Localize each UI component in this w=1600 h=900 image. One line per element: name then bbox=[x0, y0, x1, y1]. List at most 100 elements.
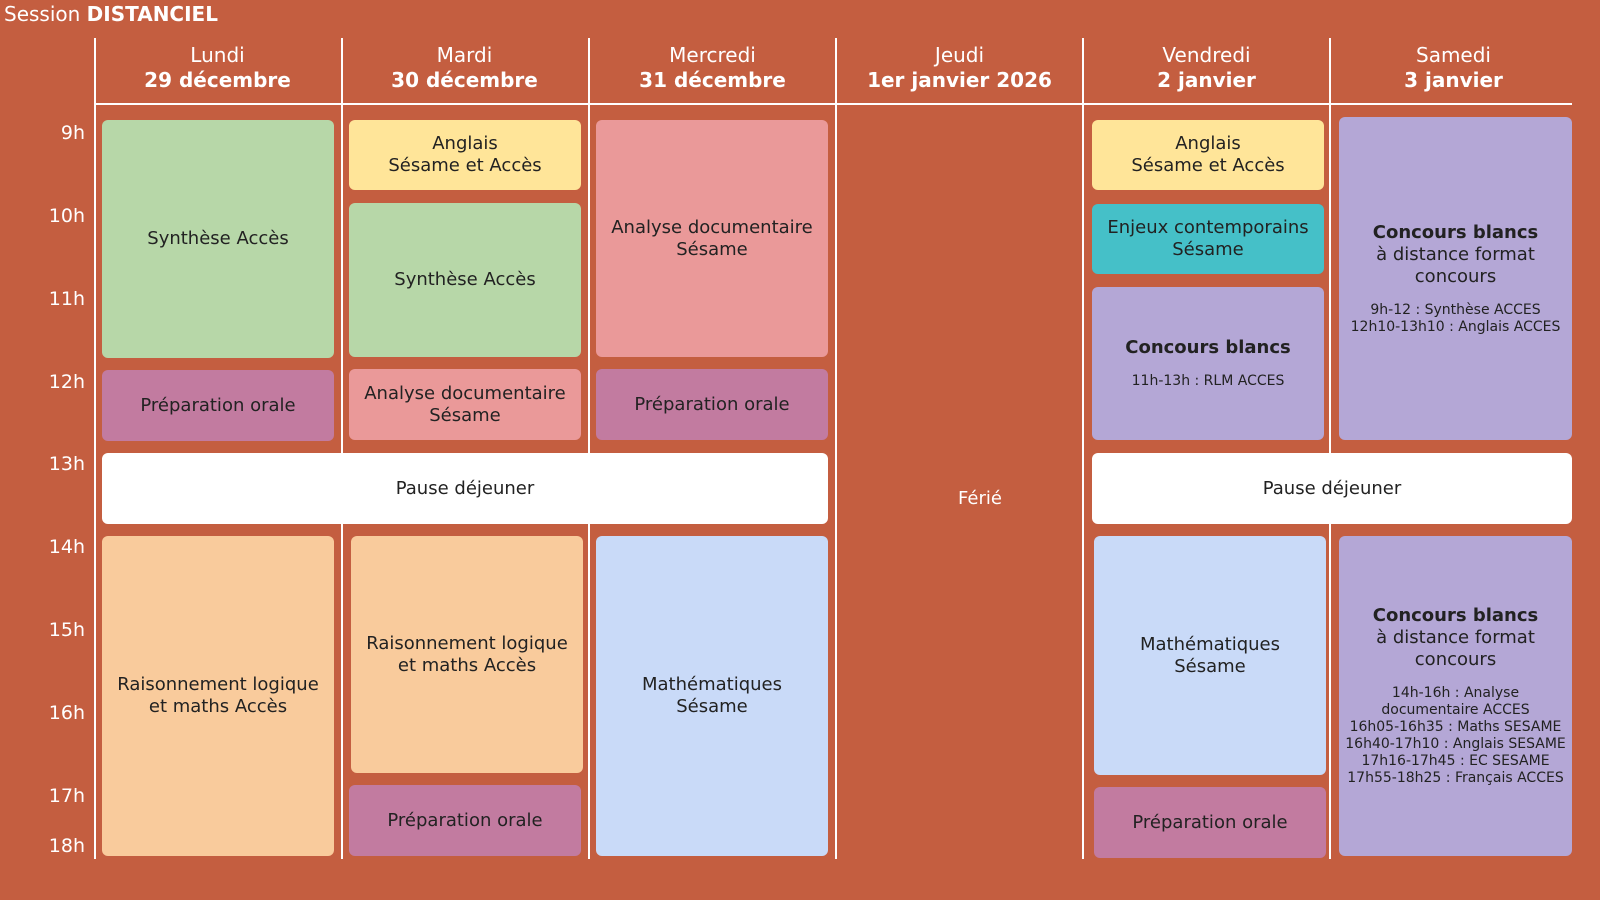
event-title-line: Mathématiques bbox=[1139, 633, 1280, 655]
column-divider bbox=[94, 38, 96, 859]
day-header-samedi: Samedi 3 janvier bbox=[1330, 42, 1577, 92]
event-title-line: Sésame bbox=[1174, 655, 1246, 677]
event-title-line: Analyse documentaire bbox=[364, 382, 566, 404]
column-divider bbox=[341, 38, 343, 859]
day-header-lundi: Lundi 29 décembre bbox=[94, 42, 341, 92]
event-title-line: Enjeux contemporains bbox=[1107, 217, 1309, 238]
event-title-line: Sésame bbox=[676, 238, 748, 260]
hour-label: 18h bbox=[48, 835, 85, 857]
hour-label: 15h bbox=[48, 619, 85, 641]
day-date: 1er janvier 2026 bbox=[867, 68, 1052, 92]
hour-label: 12h bbox=[48, 371, 85, 393]
session-title: Session DISTANCIEL bbox=[4, 2, 218, 26]
event-detail-line: 16h05-16h35 : Maths SESAME bbox=[1349, 719, 1562, 735]
event-title-line: Anglais bbox=[1175, 133, 1241, 154]
event-title-line: Raisonnement logique bbox=[366, 632, 568, 654]
ferie-label: Férié bbox=[958, 488, 1002, 509]
event-title: Préparation orale bbox=[387, 809, 543, 831]
event-title: Pause déjeuner bbox=[395, 477, 535, 499]
hour-label: 17h bbox=[48, 785, 85, 807]
event-detail-line: 9h-12 : Synthèse ACCES bbox=[1370, 301, 1541, 318]
column-divider bbox=[1082, 38, 1084, 859]
event-mathematiques[interactable]: Mathématiques Sésame bbox=[1094, 536, 1326, 775]
event-pause-dejeuner[interactable]: Pause déjeuner bbox=[102, 453, 828, 524]
day-name: Mardi bbox=[436, 43, 493, 67]
day-header-jeudi: Jeudi 1er janvier 2026 bbox=[836, 42, 1083, 92]
event-title: Concours blancs bbox=[1372, 605, 1539, 626]
day-date: 29 décembre bbox=[144, 68, 291, 92]
event-title-line: Sésame bbox=[429, 404, 501, 426]
event-subtitle-line: à distance format bbox=[1376, 243, 1535, 265]
event-title: Préparation orale bbox=[1132, 811, 1288, 833]
day-name: Vendredi bbox=[1162, 43, 1251, 67]
column-divider bbox=[588, 38, 590, 859]
event-details: 11h-13h : RLM ACCES bbox=[1132, 373, 1285, 390]
event-preparation-orale[interactable]: Préparation orale bbox=[1094, 787, 1326, 858]
event-subtitle-line: concours bbox=[1414, 649, 1497, 670]
event-anglais[interactable]: Anglais Sésame et Accès bbox=[349, 120, 581, 190]
day-date: 31 décembre bbox=[639, 68, 786, 92]
event-title-line: Sésame et Accès bbox=[388, 155, 542, 176]
day-header-vendredi: Vendredi 2 janvier bbox=[1083, 42, 1330, 92]
hour-label: 13h bbox=[48, 453, 85, 475]
event-pause-dejeuner[interactable]: Pause déjeuner bbox=[1092, 453, 1572, 524]
event-detail-line: 14h-16h : Analyse bbox=[1391, 685, 1520, 701]
event-title-line: Raisonnement logique bbox=[117, 674, 319, 695]
event-title: Synthèse Accès bbox=[394, 269, 536, 290]
event-title: Préparation orale bbox=[140, 394, 296, 416]
event-raisonnement-logique[interactable]: Raisonnement logique et maths Accès bbox=[351, 536, 583, 773]
event-title-line: et maths Accès bbox=[397, 654, 537, 676]
event-raisonnement-logique[interactable]: Raisonnement logique et maths Accès bbox=[102, 536, 334, 856]
day-name: Samedi bbox=[1416, 43, 1491, 67]
event-concours-blancs[interactable]: Concours blancs à distance format concou… bbox=[1339, 536, 1572, 856]
event-subtitle-line: concours bbox=[1414, 265, 1497, 287]
event-synthese-acces[interactable]: Synthèse Accès bbox=[102, 120, 334, 358]
column-divider bbox=[1329, 38, 1331, 859]
day-name: Lundi bbox=[190, 43, 245, 67]
session-prefix: Session bbox=[4, 2, 81, 26]
event-anglais[interactable]: Anglais Sésame et Accès bbox=[1092, 120, 1324, 190]
event-enjeux-contemporains[interactable]: Enjeux contemporains Sésame bbox=[1092, 204, 1324, 274]
hour-label: 16h bbox=[48, 702, 85, 724]
event-title-line: Sésame et Accès bbox=[1131, 155, 1285, 176]
event-title-line: Sésame bbox=[676, 696, 748, 717]
day-date: 3 janvier bbox=[1404, 68, 1503, 92]
header-divider bbox=[96, 103, 1572, 105]
hour-label: 10h bbox=[48, 205, 85, 227]
event-mathematiques[interactable]: Mathématiques Sésame bbox=[596, 536, 828, 856]
event-title-line: Mathématiques bbox=[641, 674, 782, 695]
hour-label: 14h bbox=[48, 536, 85, 558]
event-synthese-acces[interactable]: Synthèse Accès bbox=[349, 203, 581, 357]
day-name: Jeudi bbox=[934, 43, 985, 67]
event-details: 9h-12 : Synthèse ACCES 12h10-13h10 : Ang… bbox=[1351, 302, 1561, 336]
event-title: Synthèse Accès bbox=[147, 228, 289, 249]
event-concours-blancs[interactable]: Concours blancs à distance format concou… bbox=[1339, 117, 1572, 440]
day-header-mardi: Mardi 30 décembre bbox=[341, 42, 588, 92]
event-detail-line: 16h40-17h10 : Anglais SESAME bbox=[1345, 736, 1566, 752]
event-detail-line: 11h-13h : RLM ACCES bbox=[1131, 373, 1285, 389]
event-preparation-orale[interactable]: Préparation orale bbox=[349, 785, 581, 856]
event-preparation-orale[interactable]: Préparation orale bbox=[102, 370, 334, 441]
event-analyse-documentaire[interactable]: Analyse documentaire Sésame bbox=[596, 120, 828, 357]
event-detail-line: 12h10-13h10 : Anglais ACCES bbox=[1350, 318, 1561, 335]
event-concours-blancs[interactable]: Concours blancs 11h-13h : RLM ACCES bbox=[1092, 287, 1324, 440]
hour-label: 11h bbox=[48, 288, 85, 310]
hour-label: 9h bbox=[60, 122, 85, 144]
event-title: Préparation orale bbox=[634, 393, 790, 415]
event-title-line: Sésame bbox=[1172, 239, 1244, 260]
event-title-line: et maths Accès bbox=[148, 696, 288, 717]
day-header-mercredi: Mercredi 31 décembre bbox=[589, 42, 836, 92]
day-date: 30 décembre bbox=[391, 68, 538, 92]
event-preparation-orale[interactable]: Préparation orale bbox=[596, 369, 828, 440]
event-detail-line: 17h16-17h45 : EC SESAME bbox=[1361, 753, 1550, 769]
event-title: Concours blancs bbox=[1372, 221, 1539, 243]
event-title-line: Analyse documentaire bbox=[611, 216, 813, 238]
event-title: Concours blancs bbox=[1125, 337, 1291, 358]
event-title-line: Anglais bbox=[432, 133, 498, 154]
day-date: 2 janvier bbox=[1157, 68, 1256, 92]
event-analyse-documentaire[interactable]: Analyse documentaire Sésame bbox=[349, 369, 581, 440]
event-title: Pause déjeuner bbox=[1262, 477, 1402, 499]
event-details: 14h-16h : Analyse documentaire ACCES 16h… bbox=[1345, 685, 1566, 787]
event-subtitle-line: à distance format bbox=[1376, 627, 1535, 648]
event-detail-line: 17h55-18h25 : Français ACCES bbox=[1347, 770, 1564, 786]
